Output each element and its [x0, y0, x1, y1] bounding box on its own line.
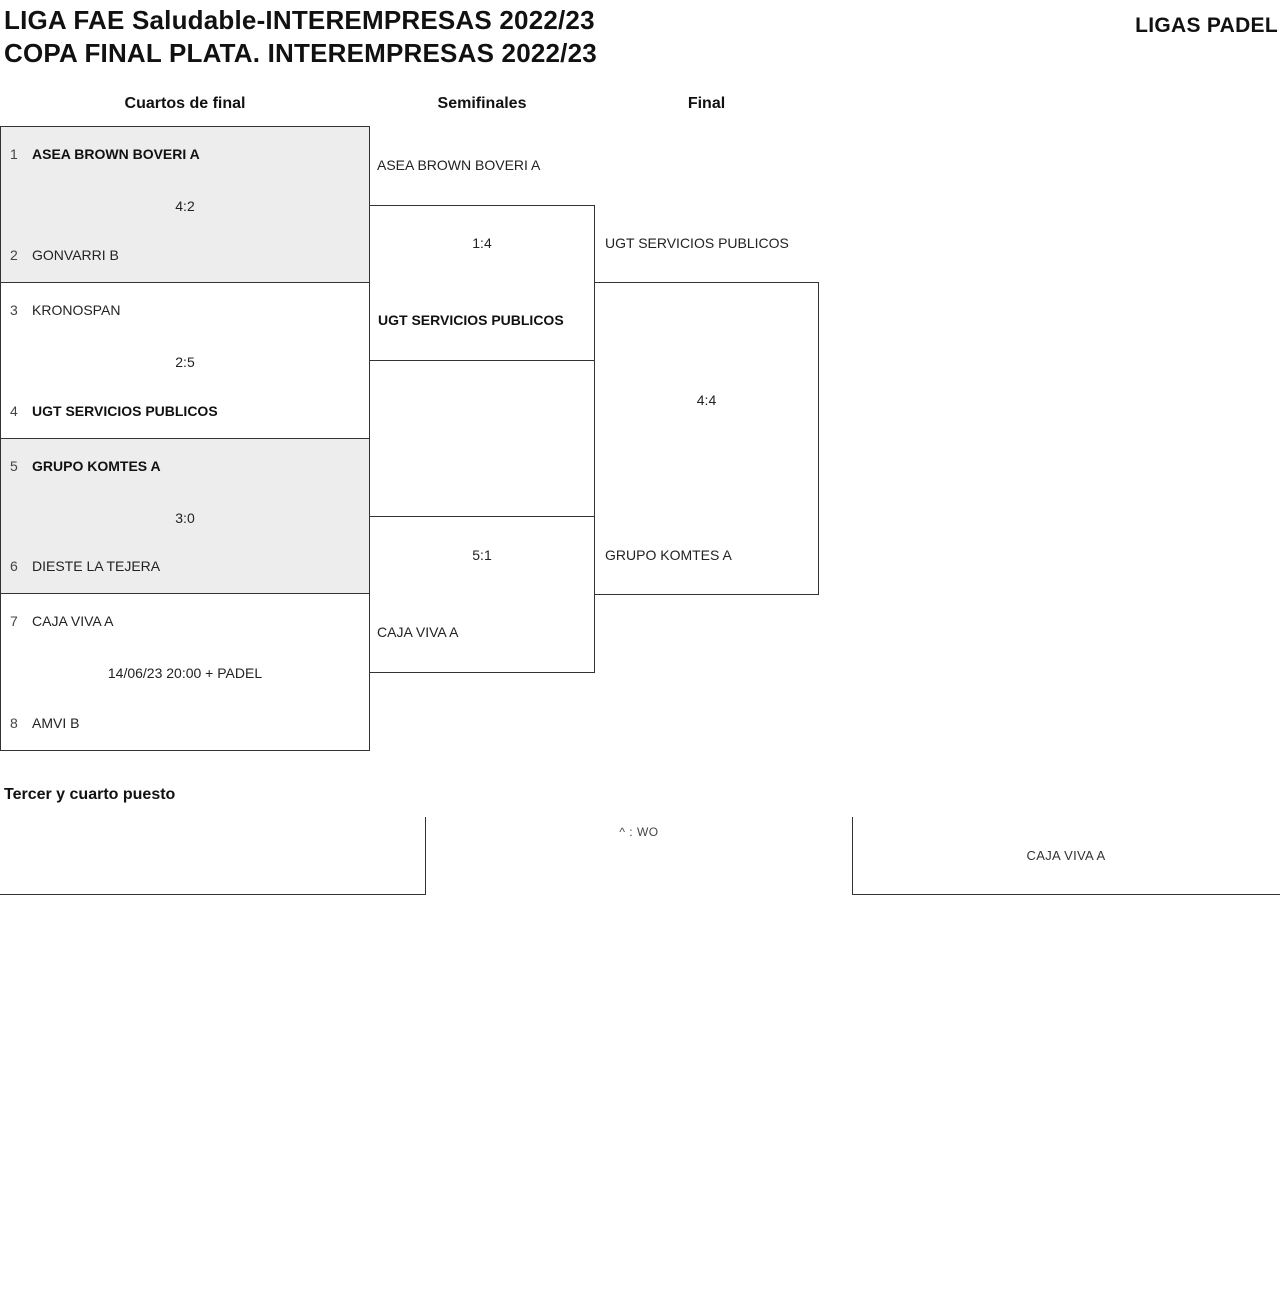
match-schedule: 14/06/23 20:00 + PADEL: [107, 665, 263, 681]
team-name: GONVARRI B: [32, 247, 119, 263]
match-team-row: 8 AMVI B: [10, 715, 79, 731]
round-header-final: Final: [687, 95, 726, 112]
third-place-right-bracket-line: [852, 817, 1280, 895]
team-name: ASEA BROWN BOVERI A: [32, 146, 200, 162]
match-score: 1:4: [472, 235, 492, 251]
seed-number: 2: [10, 247, 18, 263]
team-name: KRONOSPAN: [32, 302, 121, 318]
match-team-row: 4 UGT SERVICIOS PUBLICOS: [10, 403, 218, 419]
match-team-row: 5 GRUPO KOMTES A: [10, 458, 161, 474]
team-name: UGT SERVICIOS PUBLICOS: [378, 312, 564, 328]
site-brand: LIGAS PADEL: [1135, 14, 1278, 37]
quarterfinal-match-4: 7 CAJA VIVA A 14/06/23 20:00 + PADEL 8 A…: [0, 593, 370, 751]
seed-number: 8: [10, 715, 18, 731]
match-score: 5:1: [472, 547, 492, 563]
quarterfinal-match-2: 3 KRONOSPAN 2:5 4 UGT SERVICIOS PUBLICOS: [0, 282, 370, 439]
match-score: 2:5: [175, 354, 195, 370]
third-place-winner: CAJA VIVA A: [1026, 848, 1106, 863]
match-team-row: 7 CAJA VIVA A: [10, 613, 113, 629]
team-name: DIESTE LA TEJERA: [32, 558, 161, 574]
round-header-quarterfinals: Cuartos de final: [124, 95, 246, 112]
team-name: GRUPO KOMTES A: [605, 547, 732, 563]
semifinal-match-2-box: [369, 516, 595, 673]
seed-number: 7: [10, 613, 18, 629]
quarterfinal-match-1: 1 ASEA BROWN BOVERI A 4:2 2 GONVARRI B: [0, 126, 370, 283]
seed-number: 6: [10, 558, 18, 574]
seed-number: 4: [10, 403, 18, 419]
page-title-line2: COPA FINAL PLATA. INTEREMPRESAS 2022/23: [4, 38, 597, 68]
team-name: AMVI B: [32, 715, 80, 731]
third-place-heading: Tercer y cuarto puesto: [4, 786, 176, 803]
team-name: CAJA VIVA A: [32, 613, 114, 629]
match-team-row: 2 GONVARRI B: [10, 247, 119, 263]
seed-number: 1: [10, 146, 18, 162]
walkover-note: ^ : WO: [619, 825, 659, 839]
round-header-semifinals: Semifinales: [437, 95, 527, 112]
final-match-box: [594, 282, 819, 595]
team-name: UGT SERVICIOS PUBLICOS: [605, 235, 789, 251]
page-title-line1: LIGA FAE Saludable-INTEREMPRESAS 2022/23: [4, 5, 595, 35]
quarterfinal-match-3: 5 GRUPO KOMTES A 3:0 6 DIESTE LA TEJERA: [0, 438, 370, 594]
seed-number: 3: [10, 302, 18, 318]
team-name: GRUPO KOMTES A: [32, 458, 161, 474]
team-name: CAJA VIVA A: [377, 624, 459, 640]
team-name: ASEA BROWN BOVERI A: [377, 157, 541, 173]
seed-number: 5: [10, 458, 18, 474]
match-score: 3:0: [175, 510, 195, 526]
match-score: 4:2: [175, 198, 195, 214]
match-team-row: 6 DIESTE LA TEJERA: [10, 558, 160, 574]
match-score: 4:4: [696, 392, 717, 408]
page-title: LIGA FAE Saludable-INTEREMPRESAS 2022/23…: [4, 4, 597, 70]
semifinal-match-1-box: [369, 205, 595, 361]
match-team-row: 1 ASEA BROWN BOVERI A: [10, 146, 200, 162]
match-team-row: 3 KRONOSPAN: [10, 302, 120, 318]
team-name: UGT SERVICIOS PUBLICOS: [32, 403, 218, 419]
third-place-left-bracket-line: [0, 817, 426, 895]
